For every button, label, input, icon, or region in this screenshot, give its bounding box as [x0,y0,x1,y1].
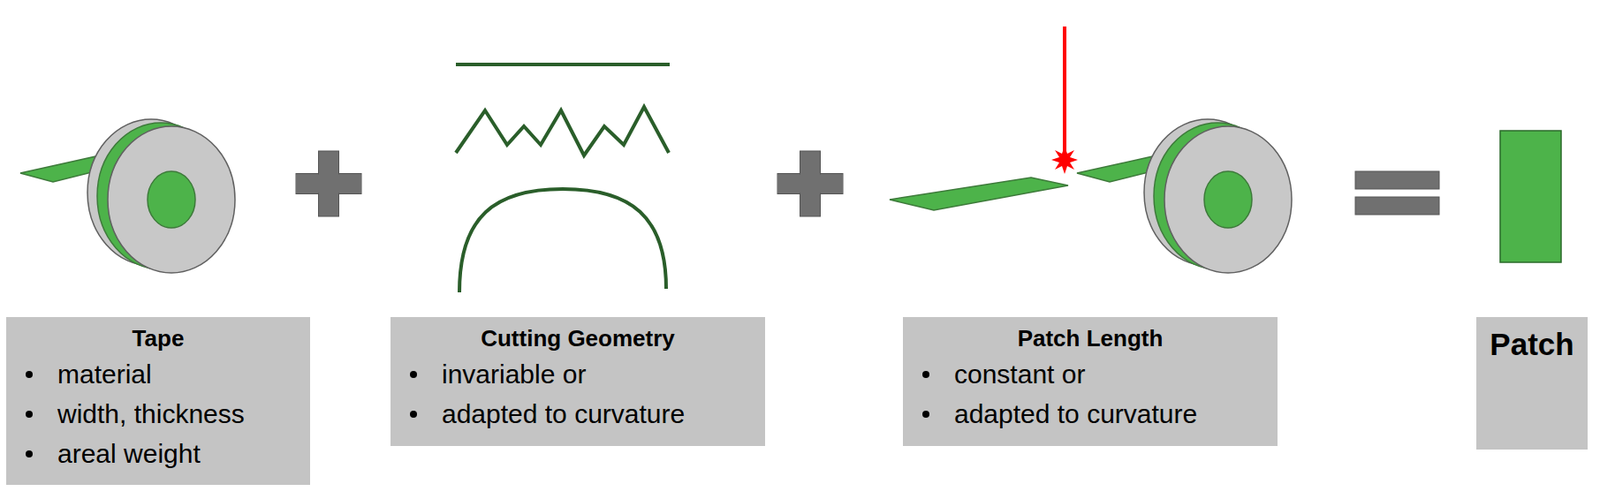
cut-tape [889,177,1069,211]
box-heading: Tape [18,322,298,355]
bullet-item: material [18,354,298,395]
tape-reel [20,119,236,273]
curved-cut [459,189,667,293]
box-heading: Patch Length [915,322,1266,355]
bullet-item: adapted to curvature [915,394,1266,434]
bullet-item: invariable or [402,354,753,395]
bullet-dot [25,410,33,418]
zigzag-cut [455,106,669,156]
bullet-item: adapted to curvature [402,394,753,434]
box-heading: Cutting Geometry [402,322,753,355]
box-heading: Patch [1488,322,1576,367]
bullet-item: constant or [915,354,1266,395]
bullet-dot [922,371,930,379]
straight-cut [455,62,670,67]
bullet-dot [922,410,930,418]
laser-spark [1051,145,1078,175]
text-box: Cutting Geometryinvariable oradapted to … [390,317,766,447]
laser-beam [1062,26,1067,155]
laser-glow [1060,26,1070,155]
text-box: Tapematerialwidth, thicknessareal weight [6,317,311,486]
text-box: Patch [1476,317,1588,450]
equals-sign [1355,197,1440,215]
plus-sign [777,151,843,217]
text-box: Patch Lengthconstant oradapted to curvat… [902,317,1278,447]
patch-shape [1500,130,1562,263]
equals-sign [1355,171,1440,190]
bullet-dot [25,450,33,458]
bullet-dot [409,410,418,418]
bullet-dot [25,371,33,379]
plus-sign [295,151,362,217]
bullet-item: areal weight [18,433,298,474]
bullet-dot [409,371,418,379]
tape-reel [1076,119,1292,273]
bullet-item: width, thickness [18,394,298,434]
